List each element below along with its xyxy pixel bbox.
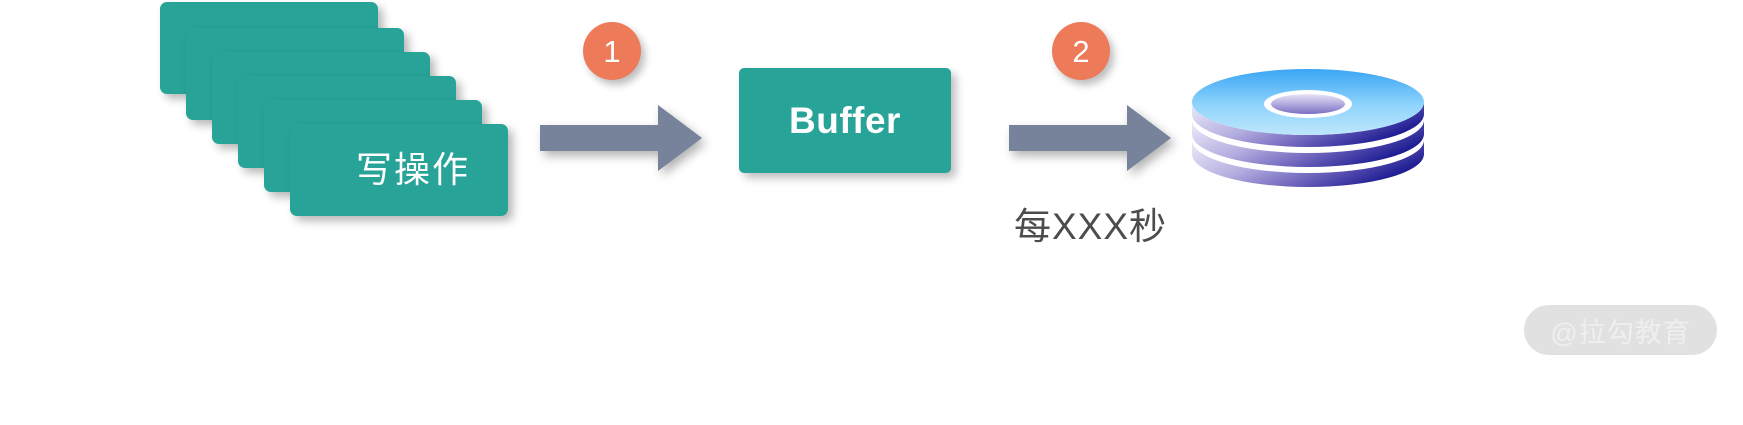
- step-badge-1-label: 1: [603, 33, 621, 69]
- flow-arrow-2: [1009, 105, 1171, 176]
- step-badge-2-label: 2: [1072, 33, 1090, 69]
- step-badge-1: 1: [583, 22, 641, 80]
- write-operation-card-front: 写操作: [290, 124, 508, 216]
- database-icon: [1188, 58, 1428, 193]
- flow-arrow-1: [540, 105, 702, 176]
- buffer-box: Buffer: [739, 68, 951, 173]
- buffer-label: Buffer: [789, 99, 901, 141]
- write-operation-label: 写操作: [355, 149, 470, 190]
- watermark-text: @拉勾教育: [1550, 317, 1691, 348]
- watermark-badge: @拉勾教育: [1524, 305, 1717, 355]
- step-badge-2: 2: [1052, 22, 1110, 80]
- flush-interval-caption: 每XXX秒: [1014, 206, 1168, 247]
